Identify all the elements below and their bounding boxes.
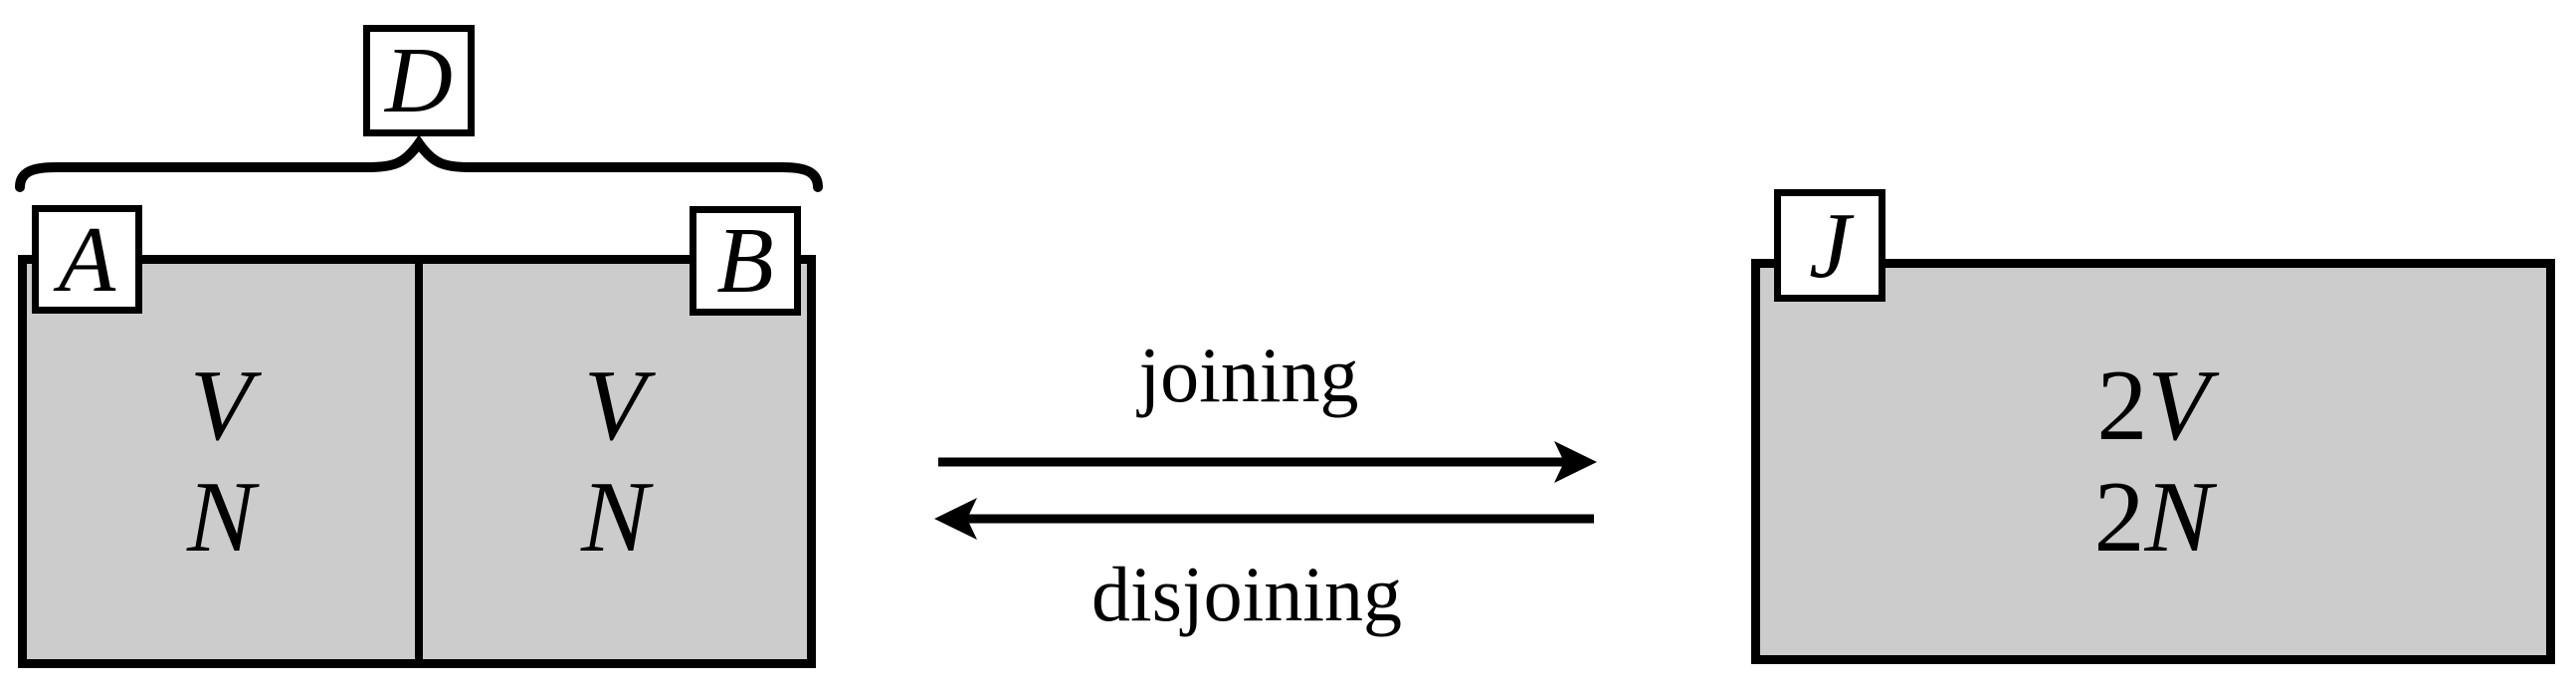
forward-arrow-head [1554, 441, 1597, 483]
chamber-a-label-text: A [58, 207, 116, 312]
forward-arrow [938, 441, 1597, 483]
reverse-process-label: disjoining [1090, 551, 1403, 637]
chamber-a-label-box: A [32, 205, 142, 314]
partition-line [415, 259, 423, 664]
forward-process-label: joining [1138, 332, 1359, 418]
joined-container-content: 2V 2N [1760, 268, 2546, 655]
brace-svg [15, 134, 823, 192]
chamber-b-label-text: B [716, 209, 774, 313]
group-label-box: D [363, 25, 475, 136]
chamber-a-particles: N [186, 460, 256, 574]
chamber-b-label-box: B [690, 206, 801, 316]
joined-volume: 2V [2096, 348, 2210, 462]
chamber-b-content: V N [423, 264, 807, 659]
group-label-text: D [385, 29, 453, 132]
reverse-arrow-head [934, 498, 977, 540]
joined-label-text: J [1809, 193, 1851, 298]
joined-volume-coefficient: 2 [2096, 348, 2148, 462]
joined-particles-symbol: N [2144, 460, 2213, 574]
chamber-b-volume: V [583, 348, 647, 462]
chamber-a-volume: V [189, 348, 253, 462]
brace-path [15, 134, 823, 192]
chamber-a-content: V N [27, 264, 415, 659]
joined-container-box [1751, 259, 2555, 664]
joined-particles-coefficient: 2 [2093, 460, 2145, 574]
joined-particles: 2N [2093, 460, 2213, 574]
chamber-b-particles: N [580, 460, 650, 574]
joined-volume-symbol: V [2147, 348, 2210, 462]
process-arrows-svg [934, 441, 1597, 540]
joined-label-box: J [1774, 189, 1885, 302]
reverse-arrow [934, 498, 1594, 540]
